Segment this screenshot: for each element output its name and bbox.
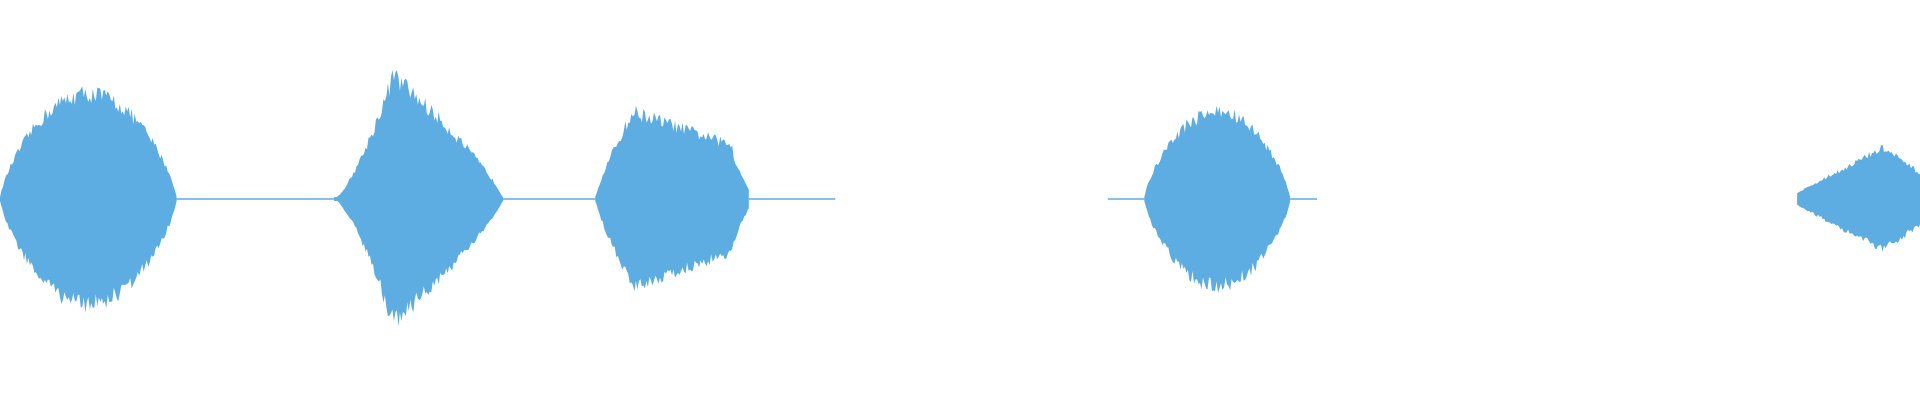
waveform-segment-2 [334,69,503,327]
waveform-segment-4 [1144,105,1291,293]
waveform-segment-3 [595,105,749,292]
waveform-segment-5 [1797,144,1920,252]
waveform-segment-1 [0,86,177,313]
waveform-layer [0,69,1920,327]
